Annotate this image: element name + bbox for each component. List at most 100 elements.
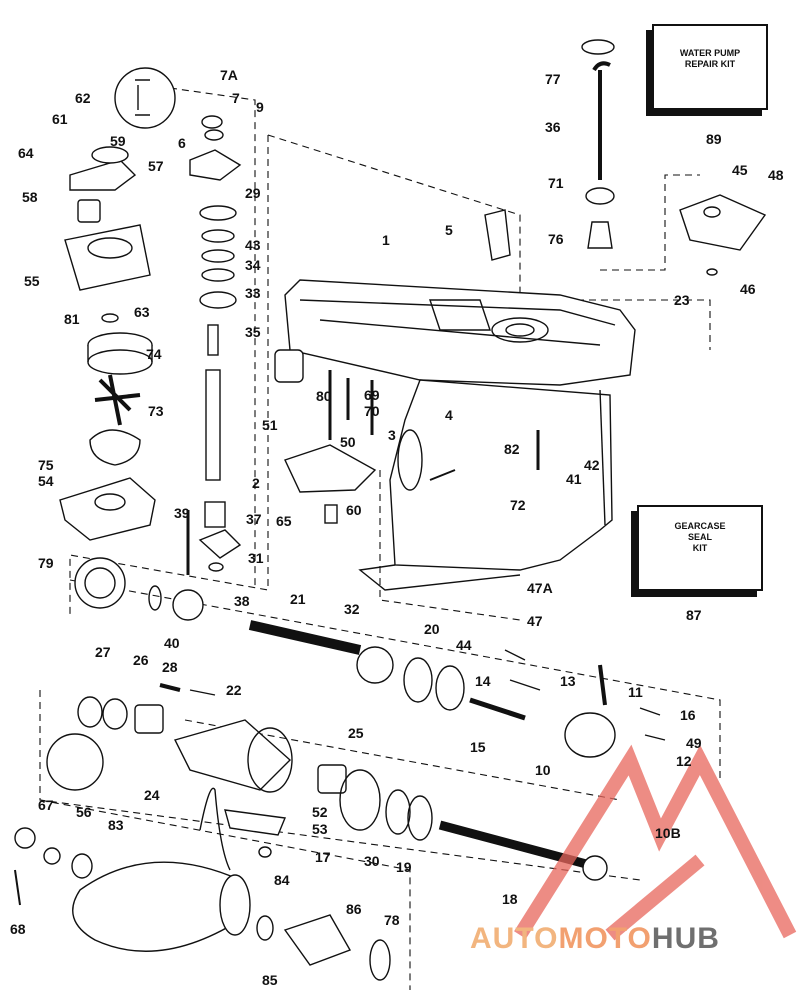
callout-56: 56 [76,804,92,820]
callout-70: 70 [364,403,380,419]
callout-18: 18 [502,891,518,907]
callout-65: 65 [276,513,292,529]
callout-80: 80 [316,388,332,404]
callout-39: 39 [174,505,190,521]
callout-47: 47 [527,613,543,629]
misc-upper-parts [274,209,540,524]
callout-71: 71 [548,175,564,191]
callout-50: 50 [340,434,356,450]
water-pump-kit-line1: WATER PUMP [679,48,741,58]
callout-89: 89 [706,131,722,147]
gearcase-housing [284,279,636,591]
callout-35: 35 [245,324,261,340]
watermark-text: AUTOMOTOHUB [470,922,720,956]
callout-86: 86 [346,901,362,917]
callout-13: 13 [560,673,576,689]
callout-31: 31 [248,550,264,566]
callout-25: 25 [348,725,364,741]
callout-83: 83 [108,817,124,833]
callout-74: 74 [146,346,162,362]
callout-33: 33 [245,285,261,301]
callout-9: 9 [256,99,264,115]
gearcase-seal-kit-line2: SEAL [687,532,712,542]
callout-67: 67 [38,797,54,813]
callout-14: 14 [475,673,491,689]
callout-61: 61 [52,111,68,127]
callout-75: 75 [38,457,54,473]
watermark-hub: HUB [651,922,720,955]
callout-41: 41 [566,471,582,487]
assembly-dashed-lines [39,87,721,990]
callout-63: 63 [134,304,150,320]
callout-85: 85 [262,972,278,988]
callout-64: 64 [18,145,34,161]
callout-10: 10 [535,762,551,778]
callout-7: 7 [232,90,240,106]
callout-23: 23 [674,292,690,308]
callout-22: 22 [226,682,242,698]
gearcase-seal-kit-line1: GEARCASE [674,521,726,531]
callout-46: 46 [740,281,756,297]
callout-17: 17 [315,849,331,865]
callout-76: 76 [548,231,564,247]
callout-52: 52 [312,804,328,820]
callout-58: 58 [22,189,38,205]
callout-1: 1 [382,232,390,248]
callout-87: 87 [686,607,702,623]
callout-62: 62 [75,90,91,106]
callout-21: 21 [290,591,306,607]
watermark-moto: MOTO [558,922,652,955]
callout-73: 73 [148,403,164,419]
callout-84: 84 [274,872,290,888]
callout-27: 27 [95,644,111,660]
callout-37: 37 [246,511,262,527]
water-pump-group [59,67,176,541]
watermark-logo [514,744,797,941]
callout-53: 53 [312,821,328,837]
callout-43: 43 [245,237,261,253]
callout-68: 68 [10,921,26,937]
callout-36: 36 [545,119,561,135]
callout-54: 54 [38,473,54,489]
callout-78: 78 [384,912,400,928]
callout-30: 30 [364,853,380,869]
callout-2: 2 [252,475,260,491]
callout-29: 29 [245,185,261,201]
water-tube-group [581,39,767,276]
gearcase-seal-kit-line3: KIT [692,543,708,553]
callout-16: 16 [680,707,696,723]
callout-10b: 10B [655,825,681,841]
callout-79: 79 [38,555,54,571]
callout-11: 11 [628,684,643,700]
callout-38: 38 [234,593,250,609]
callout-32: 32 [344,601,360,617]
callout-34: 34 [245,257,261,273]
callout-28: 28 [162,659,178,675]
water-pump-kit-line2: REPAIR KIT [684,59,736,69]
callout-3: 3 [388,427,396,443]
callout-57: 57 [148,158,164,174]
part-callouts: 12345677A91010B1112131415161718192021222… [10,67,784,988]
callout-48: 48 [768,167,784,183]
callout-82: 82 [504,441,520,457]
callout-69: 69 [364,387,380,403]
callout-81: 81 [64,311,80,327]
callout-20: 20 [424,621,440,637]
callout-77: 77 [545,71,561,87]
callout-26: 26 [133,652,149,668]
callout-60: 60 [346,502,362,518]
callout-12: 12 [676,753,692,769]
callout-49: 49 [686,735,702,751]
water-pump-kit-box: WATER PUMP REPAIR KIT [652,24,768,110]
callout-59: 59 [110,133,126,149]
callout-5: 5 [445,222,453,238]
gearcase-seal-kit-box: GEARCASE SEAL KIT [637,505,763,591]
callout-40: 40 [164,635,180,651]
callout-47a: 47A [527,580,553,596]
callout-44: 44 [456,637,472,653]
callout-15: 15 [470,739,486,755]
watermark-auto: AUTO [470,922,559,955]
callout-4: 4 [445,407,453,423]
callout-42: 42 [584,457,600,473]
